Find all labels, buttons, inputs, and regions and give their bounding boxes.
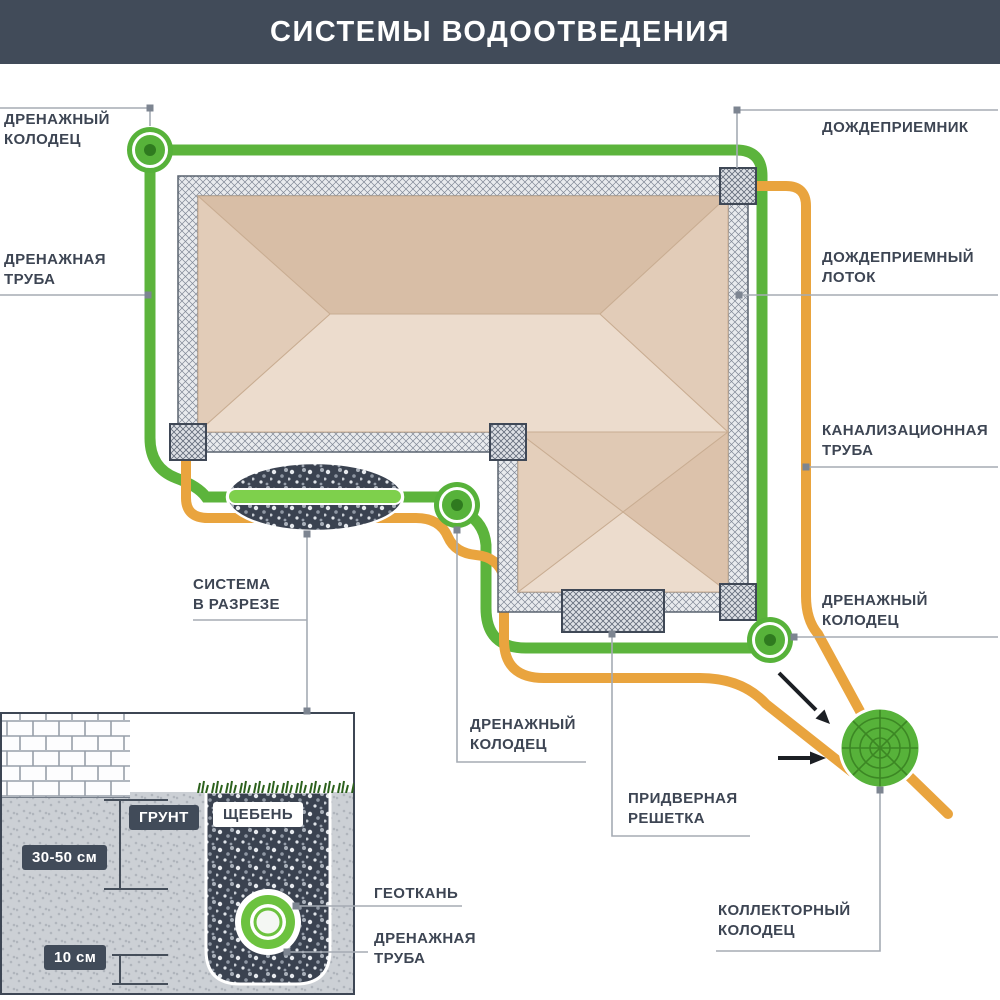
dimension-marks (104, 799, 168, 985)
drainage-well-right (747, 617, 793, 663)
label-rain-inlet: ДОЖДЕПРИЕМНИК (822, 119, 969, 136)
grass (196, 780, 354, 793)
badge-gravel: ЩЕБЕНЬ (213, 802, 304, 827)
header-bar: СИСТЕМЫ ВОДООТВЕДЕНИЯ (0, 0, 1000, 64)
label-geotextile: ГЕОТКАНЬ (374, 885, 459, 902)
label-section-ref: СИСТЕМА В РАЗРЕЗЕ (193, 576, 280, 613)
roof (196, 194, 730, 594)
badge-depth-top: 30-50 см (22, 845, 108, 870)
house-plan (169, 167, 757, 633)
section-drain-pipe (235, 889, 301, 955)
badge-depth-bottom: 10 см (44, 945, 107, 970)
page-title: СИСТЕМЫ ВОДООТВЕДЕНИЯ (270, 15, 730, 48)
door-grate (561, 589, 665, 633)
trench-oval (225, 461, 405, 533)
label-drainage-well-bottom: ДРЕНАЖНЫЙ КОЛОДЕЦ (470, 716, 576, 753)
brick-wall (2, 714, 130, 798)
flow-arrow-icon (777, 671, 830, 765)
label-drainage-well-top-left: ДРЕНАЖНЫЙ КОЛОДЕЦ (4, 111, 110, 148)
gravel-trench (204, 790, 332, 986)
collector-well (838, 706, 922, 790)
label-rain-tray: ДОЖДЕПРИЕМНЫЙ ЛОТОК (822, 249, 974, 286)
label-collector-well: КОЛЛЕКТОРНЫЙ КОЛОДЕЦ (718, 902, 851, 939)
rain-inlet-box (719, 167, 757, 205)
drainage-well-top-left (127, 127, 173, 173)
leader-lines (0, 107, 998, 953)
corner-inlet-boxes (169, 167, 757, 621)
label-drainage-well-right: ДРЕНАЖНЫЙ КОЛОДЕЦ (822, 592, 928, 629)
label-sewer-pipe: КАНАЛИЗАЦИОННАЯ ТРУБА (822, 422, 989, 459)
leader-nodes (144, 104, 884, 956)
bright-drain-pipe (227, 488, 403, 505)
label-door-grate: ПРИДВЕРНАЯ РЕШЕТКА (628, 790, 738, 827)
label-section-drain-pipe: ДРЕНАЖНАЯ ТРУБА (374, 930, 476, 967)
sewer-pipe (181, 181, 953, 819)
drainage-well-middle (434, 482, 480, 528)
label-drainage-pipe: ДРЕНАЖНАЯ ТРУБА (4, 251, 106, 288)
badge-soil: ГРУНТ (129, 805, 199, 830)
